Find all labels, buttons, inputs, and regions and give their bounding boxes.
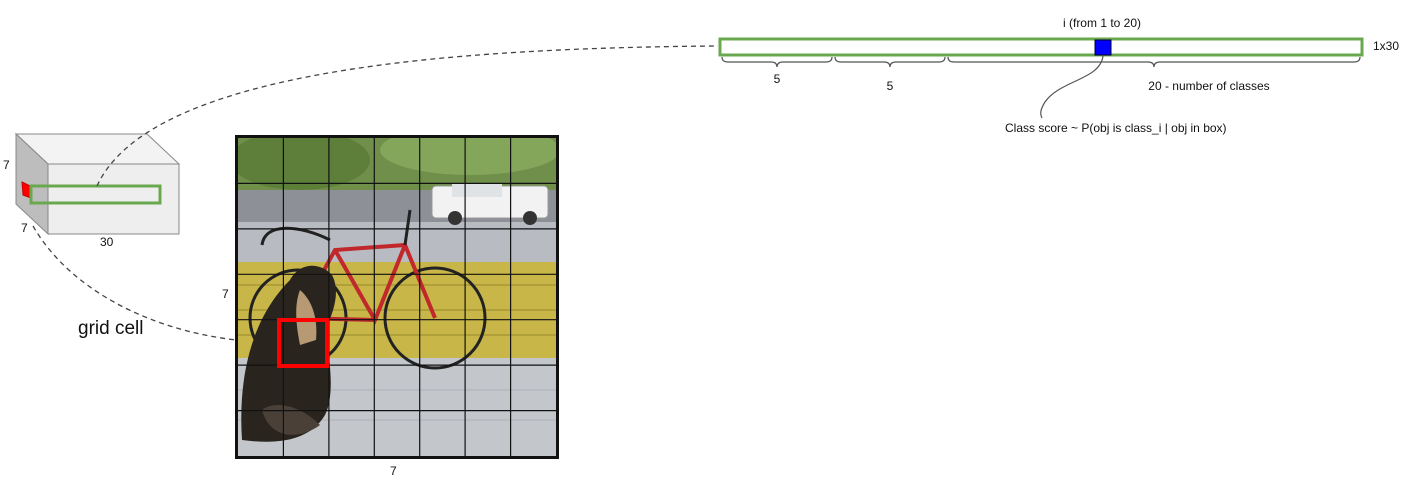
connector-tensor-to-grid-cell (32, 225, 237, 341)
connector-tensor-to-vector (96, 45, 719, 187)
segment-label-2: 5 (887, 79, 894, 93)
class-score-label: Class score ~ P(obj is class_i | obj in … (1005, 121, 1227, 135)
tensor-depth-label: 30 (100, 235, 114, 249)
output-tensor: 7 7 30 (3, 132, 181, 249)
image-bottom-label: 7 (390, 464, 397, 478)
segment-label-3: 20 - number of classes (1148, 79, 1269, 93)
brace-box-1 (721, 56, 833, 68)
brace-box-2 (834, 56, 946, 68)
tensor-front-face (47, 163, 180, 235)
photo-illustration (238, 138, 556, 456)
brace-classes (947, 56, 1361, 68)
dog-shape (241, 265, 336, 442)
highlighted-grid-cell (277, 318, 329, 368)
grid-cell-label: grid cell (78, 318, 143, 339)
class-score-pointer (1040, 55, 1104, 119)
tensor-width-label: 7 (21, 221, 28, 235)
image-side-label: 7 (222, 287, 229, 301)
class-index-label: i (from 1 to 20) (1063, 16, 1141, 30)
connectors (32, 45, 719, 341)
input-image: 7 7 (222, 135, 559, 478)
segment-label-1: 5 (774, 72, 781, 86)
tensor-cell-vector-outline (29, 184, 162, 205)
vector-size-label: 1x30 (1373, 39, 1399, 53)
segment-braces (721, 55, 1361, 119)
tensor-height-label: 7 (3, 158, 10, 172)
class-score-cell (1094, 39, 1112, 56)
prediction-vector: i (from 1 to 20) 1x30 5 5 20 - number of… (718, 16, 1399, 135)
vector-bar (718, 37, 1364, 57)
